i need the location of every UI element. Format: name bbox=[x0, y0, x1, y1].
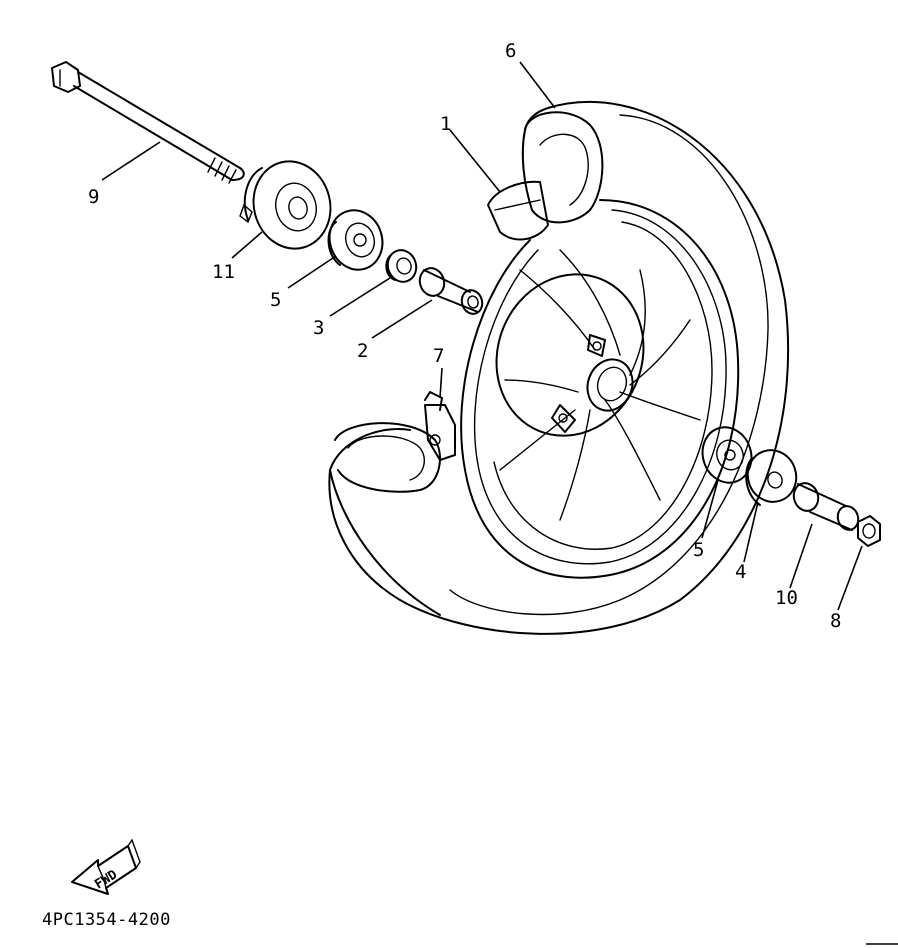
tube-valve bbox=[487, 180, 549, 241]
fwd-arrow: FWD bbox=[71, 838, 141, 895]
spacer-2 bbox=[418, 267, 484, 315]
oil-seal bbox=[385, 249, 418, 283]
callout-5: 5 bbox=[693, 539, 704, 561]
bearing-left bbox=[327, 209, 384, 271]
wheel-rim bbox=[460, 199, 740, 579]
leader-lines bbox=[101, 61, 863, 611]
callout-5: 5 bbox=[270, 289, 281, 311]
valve bbox=[424, 391, 456, 461]
tire bbox=[328, 100, 790, 635]
collar bbox=[239, 160, 332, 250]
callout-1: 1 bbox=[440, 113, 451, 135]
callout-6: 6 bbox=[505, 40, 516, 62]
callout-7: 7 bbox=[433, 345, 444, 367]
callout-2: 2 bbox=[357, 340, 368, 362]
callouts: 6 1 9 11 5 3 2 7 5 4 10 8 bbox=[88, 40, 841, 632]
nut bbox=[857, 515, 881, 547]
spacer-10 bbox=[792, 482, 860, 531]
axle bbox=[51, 61, 245, 184]
bearing-right bbox=[701, 426, 753, 484]
diagram-code: 4PC1354-4200 bbox=[42, 910, 171, 930]
callout-4: 4 bbox=[735, 561, 746, 583]
callout-11: 11 bbox=[212, 261, 235, 283]
callout-10: 10 bbox=[775, 587, 798, 609]
callout-3: 3 bbox=[313, 317, 324, 339]
callout-8: 8 bbox=[830, 610, 841, 632]
callout-9: 9 bbox=[88, 186, 99, 208]
collar-4 bbox=[745, 449, 798, 506]
